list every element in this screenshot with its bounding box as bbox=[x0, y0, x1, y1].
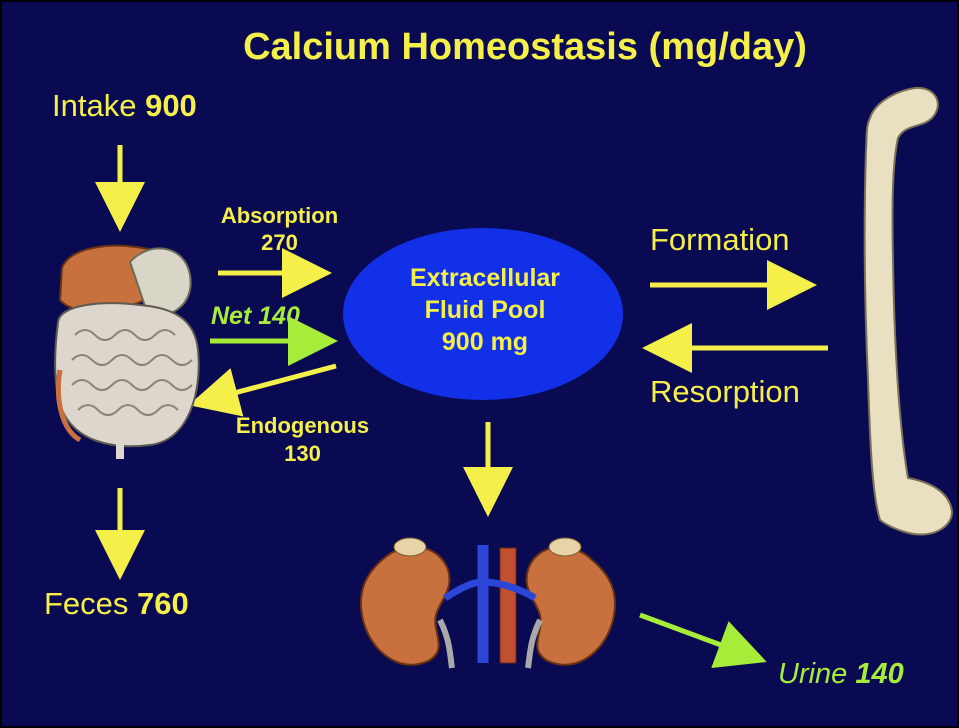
pool-line2: Fluid Pool bbox=[424, 296, 546, 324]
resorption-label: Resorption bbox=[650, 374, 800, 409]
feces-label: Feces bbox=[44, 586, 129, 621]
intake-value: 900 bbox=[145, 88, 197, 123]
pool-line1: Extracellular bbox=[409, 264, 561, 292]
absorption-label-group: Absorption 270 bbox=[207, 202, 352, 256]
extracellular-pool-label: Extracellular Fluid Pool 900 mg bbox=[345, 262, 625, 358]
endogenous-arrow bbox=[188, 363, 337, 417]
page-title: Calcium Homeostasis (mg/day) bbox=[243, 26, 807, 68]
urine-label-group: Urine 140 bbox=[778, 660, 904, 689]
intake-label: Intake bbox=[52, 88, 137, 123]
pool-line3: 900 mg bbox=[441, 328, 529, 356]
kidneys-illustration bbox=[359, 537, 616, 669]
endogenous-value: 130 bbox=[284, 441, 321, 466]
urine-label: Urine bbox=[778, 658, 848, 690]
feces-label-group: Feces 760 bbox=[44, 588, 189, 619]
femur-bone-illustration bbox=[863, 86, 954, 536]
net-label: Net 140 bbox=[211, 302, 300, 330]
urine-arrow bbox=[639, 612, 767, 669]
intake-label-group: Intake 900 bbox=[52, 90, 197, 121]
urine-value: 140 bbox=[855, 658, 904, 690]
absorption-value: 270 bbox=[261, 230, 298, 255]
absorption-label: Absorption bbox=[220, 203, 339, 228]
formation-label: Formation bbox=[650, 222, 790, 257]
extracellular-pool-ellipse bbox=[343, 228, 623, 400]
endogenous-label-group: Endogenous 130 bbox=[220, 412, 385, 468]
feces-value: 760 bbox=[137, 586, 189, 621]
endogenous-label: Endogenous bbox=[235, 413, 370, 438]
digestive-tract-illustration bbox=[54, 244, 200, 459]
